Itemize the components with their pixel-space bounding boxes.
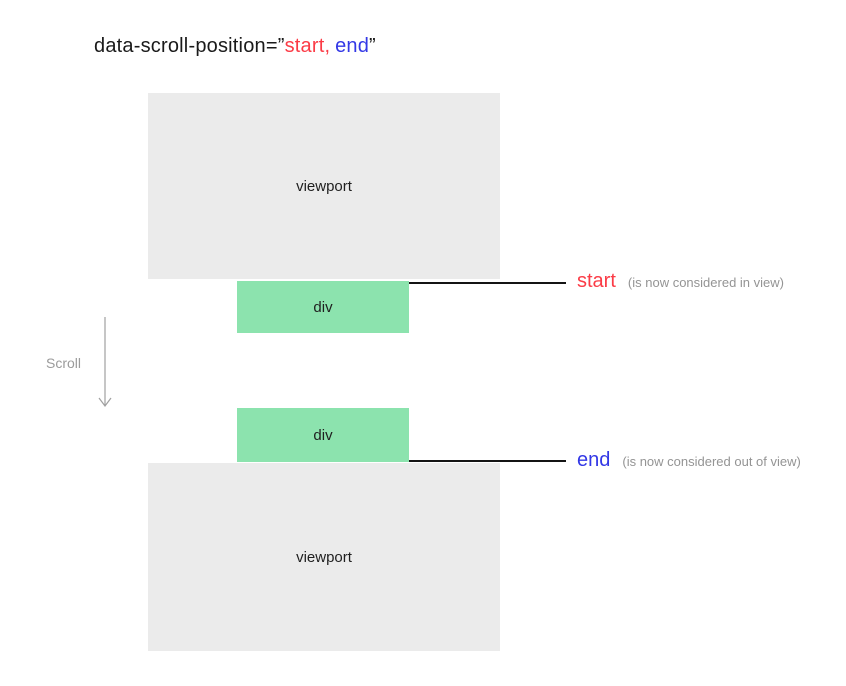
viewport-label-bottom: viewport — [296, 548, 352, 566]
div-box-top: div — [237, 281, 409, 333]
div-label-top: div — [313, 298, 333, 316]
start-connector-line — [409, 282, 566, 284]
viewport-label-top: viewport — [296, 177, 352, 195]
end-note: (is now considered out of view) — [622, 454, 801, 469]
viewport-box-bottom: viewport — [148, 463, 500, 651]
title-comma: , — [324, 35, 331, 57]
scroll-down-arrow-icon — [98, 317, 112, 407]
start-label: start — [577, 270, 616, 292]
title-end-token: end — [335, 35, 370, 57]
div-box-bottom: div — [237, 408, 409, 462]
end-label: end — [577, 449, 611, 471]
viewport-box-top: viewport — [148, 93, 500, 279]
title-attribute-text: data-scroll-position=” — [94, 35, 285, 57]
title-start-token: start — [284, 35, 325, 57]
end-marker-row: end (is now considered out of view) — [577, 448, 801, 472]
end-connector-line — [409, 460, 566, 462]
title: data-scroll-position=”start,end” — [94, 34, 376, 58]
start-note: (is now considered in view) — [627, 275, 784, 290]
start-marker-row: start (is now considered in view) — [577, 269, 784, 293]
scroll-label: Scroll — [46, 355, 82, 371]
div-label-bottom: div — [313, 426, 333, 444]
title-closing-quote: ” — [369, 35, 376, 57]
